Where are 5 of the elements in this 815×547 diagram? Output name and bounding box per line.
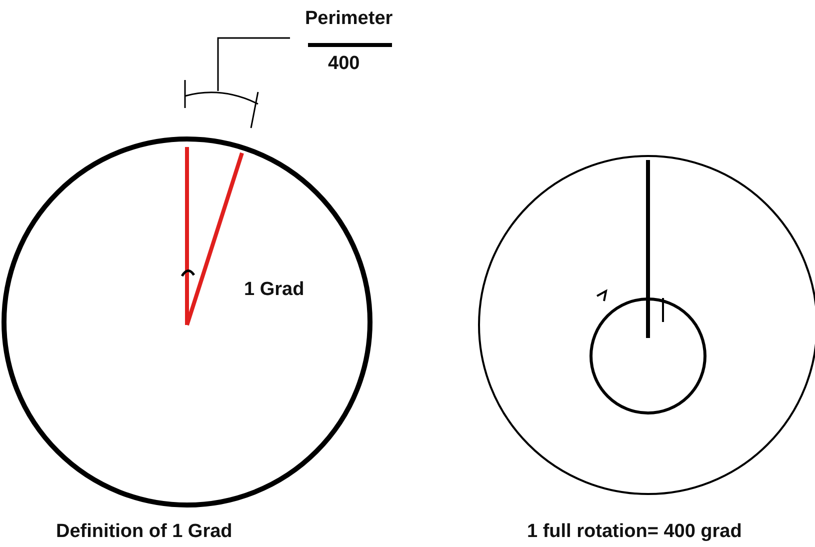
angle-label: 1 Grad — [244, 279, 304, 301]
caption: 1 full rotation= 400 grad — [527, 521, 742, 543]
fraction-denominator: 400 — [328, 53, 360, 75]
fraction-numerator: Perimeter — [305, 8, 393, 30]
caption: Definition of 1 Grad — [56, 521, 232, 543]
